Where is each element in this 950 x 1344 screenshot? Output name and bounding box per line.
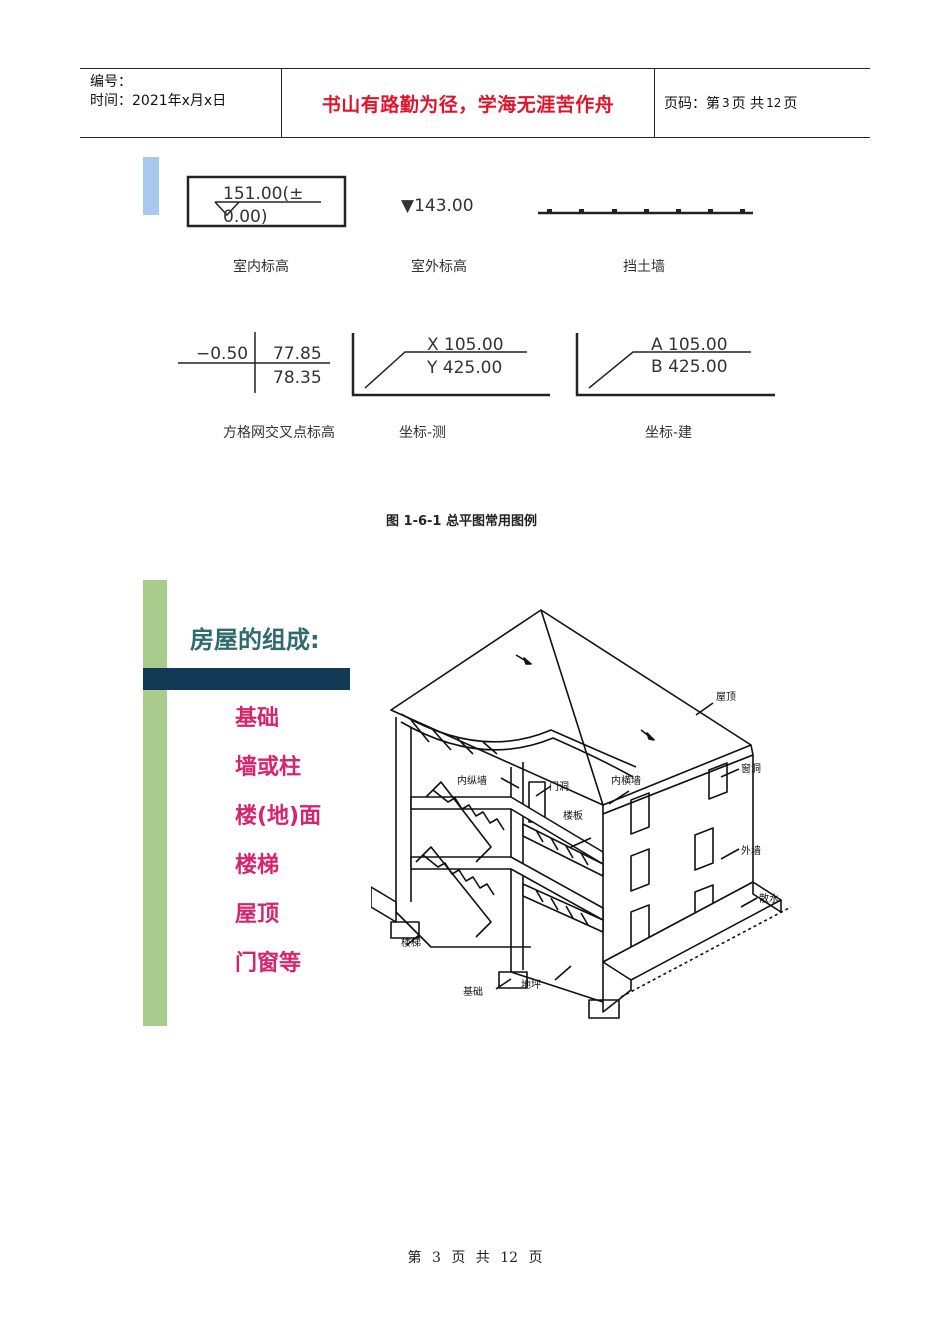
footer-total: 12 — [500, 1250, 519, 1266]
label-apron: 散水 — [759, 892, 779, 905]
coord-survey-frame — [351, 333, 550, 397]
header-divider — [654, 69, 655, 137]
coord-survey-y: Y 425.00 — [426, 358, 502, 378]
roof-plane — [390, 609, 752, 806]
indoor-value: 151.00(± — [223, 184, 303, 204]
page-current: 3 — [722, 96, 730, 110]
page-prefix: 页码：第 — [664, 96, 720, 112]
page-mid: 页 共 — [731, 96, 765, 112]
grid-label: 方格网交叉点标高 — [223, 425, 335, 441]
outdoor-value: ▼143.00 — [401, 196, 474, 216]
retaining-label: 挡土墙 — [623, 259, 665, 275]
footer-prefix: 第 — [407, 1250, 422, 1266]
grid-top-value: 77.85 — [273, 344, 322, 364]
house-composition-slide: 房屋的组成: 基础 墙或柱 楼(地)面 楼梯 屋顶 门窗等 — [143, 580, 813, 1030]
coord-build-label: 坐标-建 — [645, 425, 693, 441]
serial-label: 编号： — [90, 74, 132, 90]
part-item: 基础 — [235, 706, 280, 731]
elevation-triangle-icon — [214, 201, 240, 217]
footer-mid2: 共 — [475, 1250, 490, 1266]
label-door: 门洞 — [549, 780, 569, 793]
page-header: 编号： 时间：2021年x月x日 书山有路勤为径，学海无涯苦作舟 页码：第 3 … — [80, 68, 870, 138]
label-window: 窗洞 — [741, 762, 761, 775]
label-outer-wall: 外墙 — [741, 844, 761, 857]
grid-bottom-value: 78.35 — [273, 368, 322, 388]
header-page-number: 页码：第 3 页 共 12 页 — [664, 69, 797, 137]
site-plan-legend-figure: 151.00(± 0.00) ▼143.00 −0.50 77.85 78.35… — [143, 155, 808, 535]
part-item: 楼(地)面 — [235, 804, 322, 829]
label-inner-long-wall: 内纵墙 — [457, 774, 487, 787]
footer-mid1: 页 — [451, 1250, 466, 1266]
indoor-elevation-box — [186, 175, 347, 228]
indoor-value-2: 0.00) — [223, 207, 267, 227]
label-foundation: 基础 — [463, 985, 483, 998]
slide-title: 房屋的组成: — [190, 626, 320, 654]
label-roof: 屋顶 — [716, 691, 736, 703]
slide-green-bar — [143, 580, 167, 1026]
part-item: 门窗等 — [235, 951, 302, 976]
page-total: 12 — [766, 96, 782, 110]
part-item: 楼梯 — [235, 853, 280, 878]
page-suffix: 页 — [783, 96, 798, 112]
house-cutaway-drawing: 屋顶 窗洞 内纵墙 门洞 内横墙 楼板 外墙 散水 楼梯 基础 地坪 — [371, 609, 792, 1019]
header-meta: 编号： 时间：2021年x月x日 — [90, 73, 226, 111]
footer-current: 3 — [431, 1250, 441, 1266]
label-ground-floor: 地坪 — [521, 978, 541, 991]
figure-caption: 图 1-6-1 总平图常用图例 — [386, 514, 537, 529]
label-stairs: 楼梯 — [401, 936, 421, 949]
header-motto: 书山有路勤为径，学海无涯苦作舟 — [321, 93, 615, 116]
retaining-wall-ticks — [547, 209, 745, 214]
outdoor-label: 室外标高 — [411, 259, 467, 275]
part-item: 屋顶 — [235, 902, 280, 927]
slide-navy-bar — [143, 668, 350, 690]
footer-suffix: 页 — [528, 1250, 543, 1266]
header-divider — [281, 69, 282, 137]
coord-build-a: A 105.00 — [651, 335, 728, 355]
indoor-label: 室内标高 — [233, 259, 289, 275]
coord-survey-x: X 105.00 — [427, 335, 504, 355]
legend-drawing: 151.00(± 0.00) ▼143.00 −0.50 77.85 78.35… — [143, 157, 775, 397]
label-floor-slab: 楼板 — [563, 809, 583, 822]
parts-list: 基础 墙或柱 楼(地)面 楼梯 屋顶 门窗等 — [235, 704, 321, 998]
time-label: 时间：2021年x月x日 — [90, 93, 227, 109]
label-inner-cross-wall: 内横墙 — [611, 774, 641, 787]
part-item: 墙或柱 — [235, 755, 302, 780]
page-footer: 第 3 页 共 12 页 — [0, 1247, 950, 1267]
figure-accent-bar — [143, 157, 159, 215]
grid-left-value: −0.50 — [196, 344, 248, 364]
coord-survey-label: 坐标-测 — [399, 425, 447, 441]
coord-build-b: B 425.00 — [651, 357, 728, 377]
coord-build-frame — [575, 333, 775, 397]
